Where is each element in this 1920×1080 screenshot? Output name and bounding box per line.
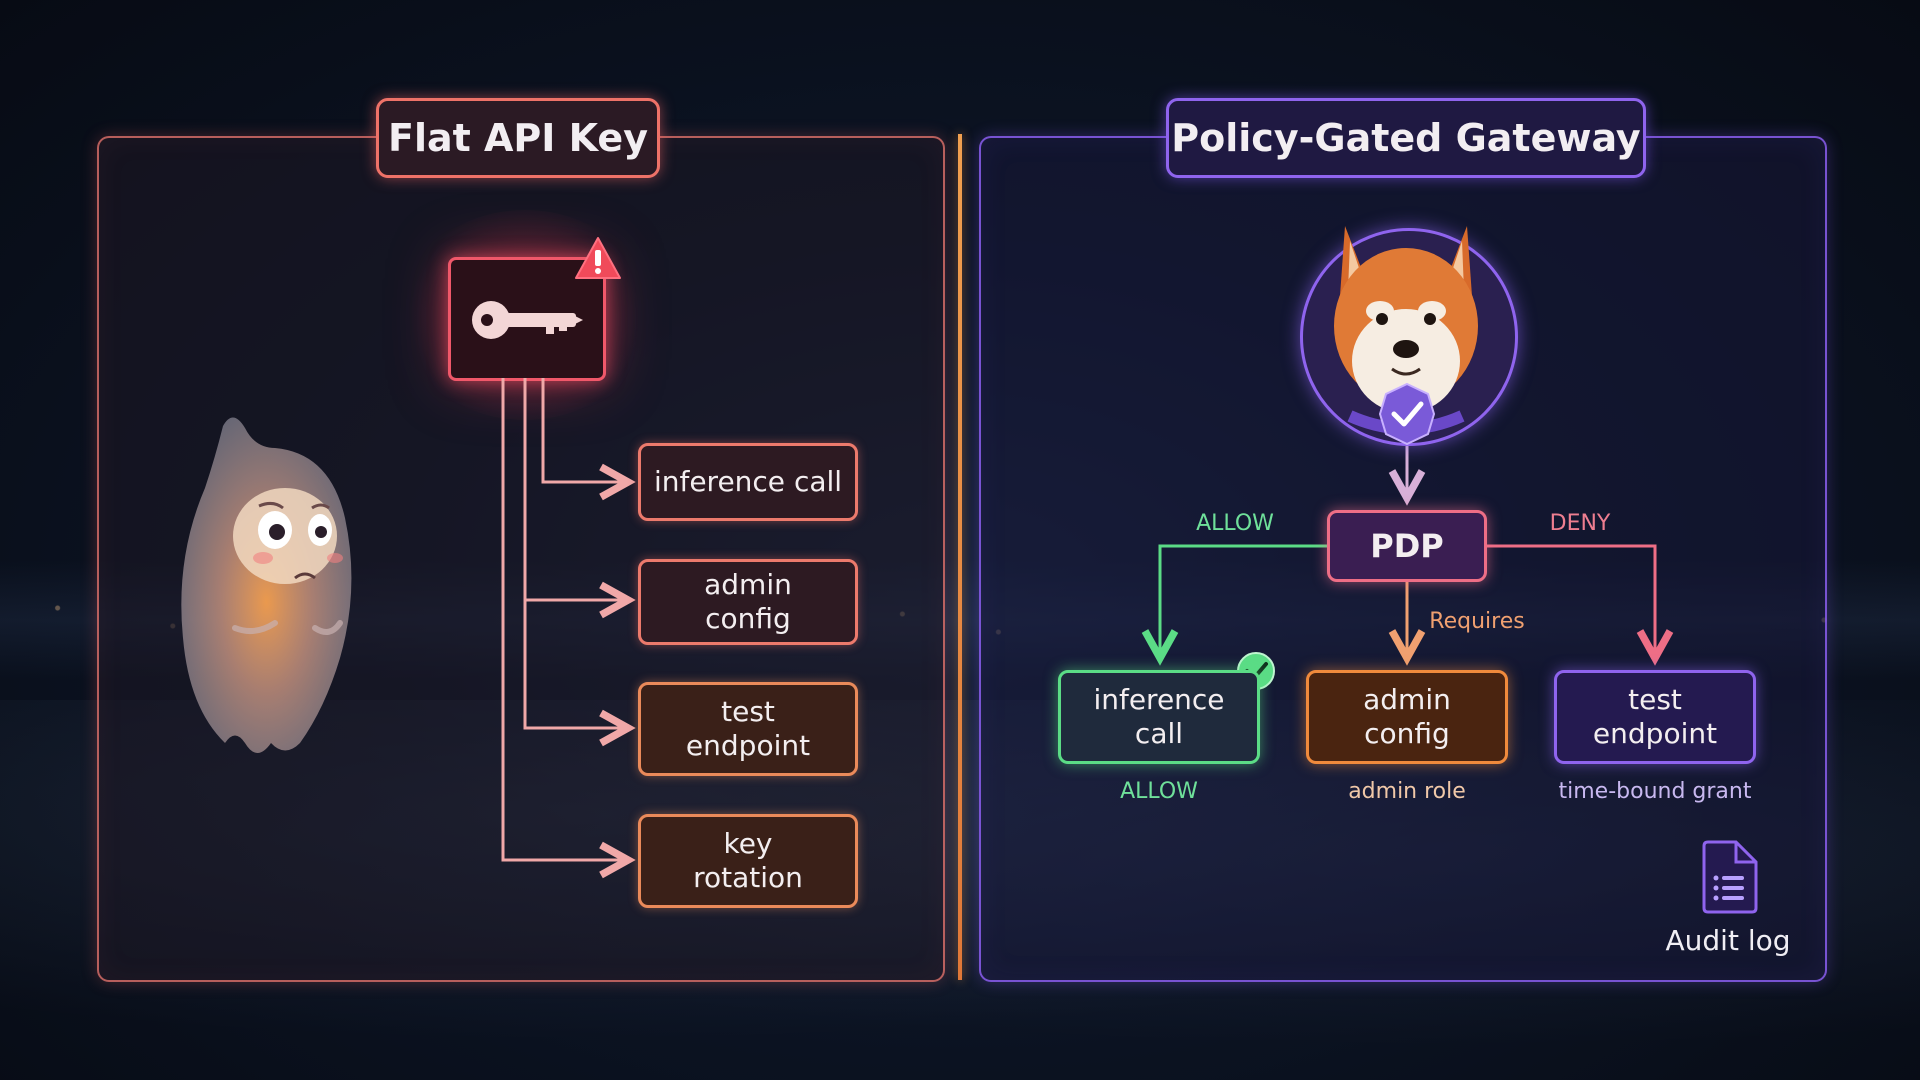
- deny-edge-label: DENY: [1530, 511, 1630, 536]
- document-icon: [1704, 842, 1756, 912]
- requires-edge-label: Requires: [1412, 609, 1542, 634]
- right-test-endpoint-box: test endpoint: [1554, 670, 1756, 764]
- audit-log-label: Audit log: [1658, 924, 1798, 957]
- admin-config-caption: admin role: [1306, 779, 1508, 804]
- inference-call-caption: ALLOW: [1058, 779, 1260, 804]
- verified-badge-icon: [1380, 384, 1434, 444]
- right-admin-config-box: admin config: [1306, 670, 1508, 764]
- test-endpoint-caption: time-bound grant: [1530, 779, 1780, 804]
- right-inference-call-box: inference call: [1058, 670, 1260, 764]
- allow-edge-label: ALLOW: [1180, 511, 1290, 536]
- pdp-node: PDP: [1327, 510, 1487, 582]
